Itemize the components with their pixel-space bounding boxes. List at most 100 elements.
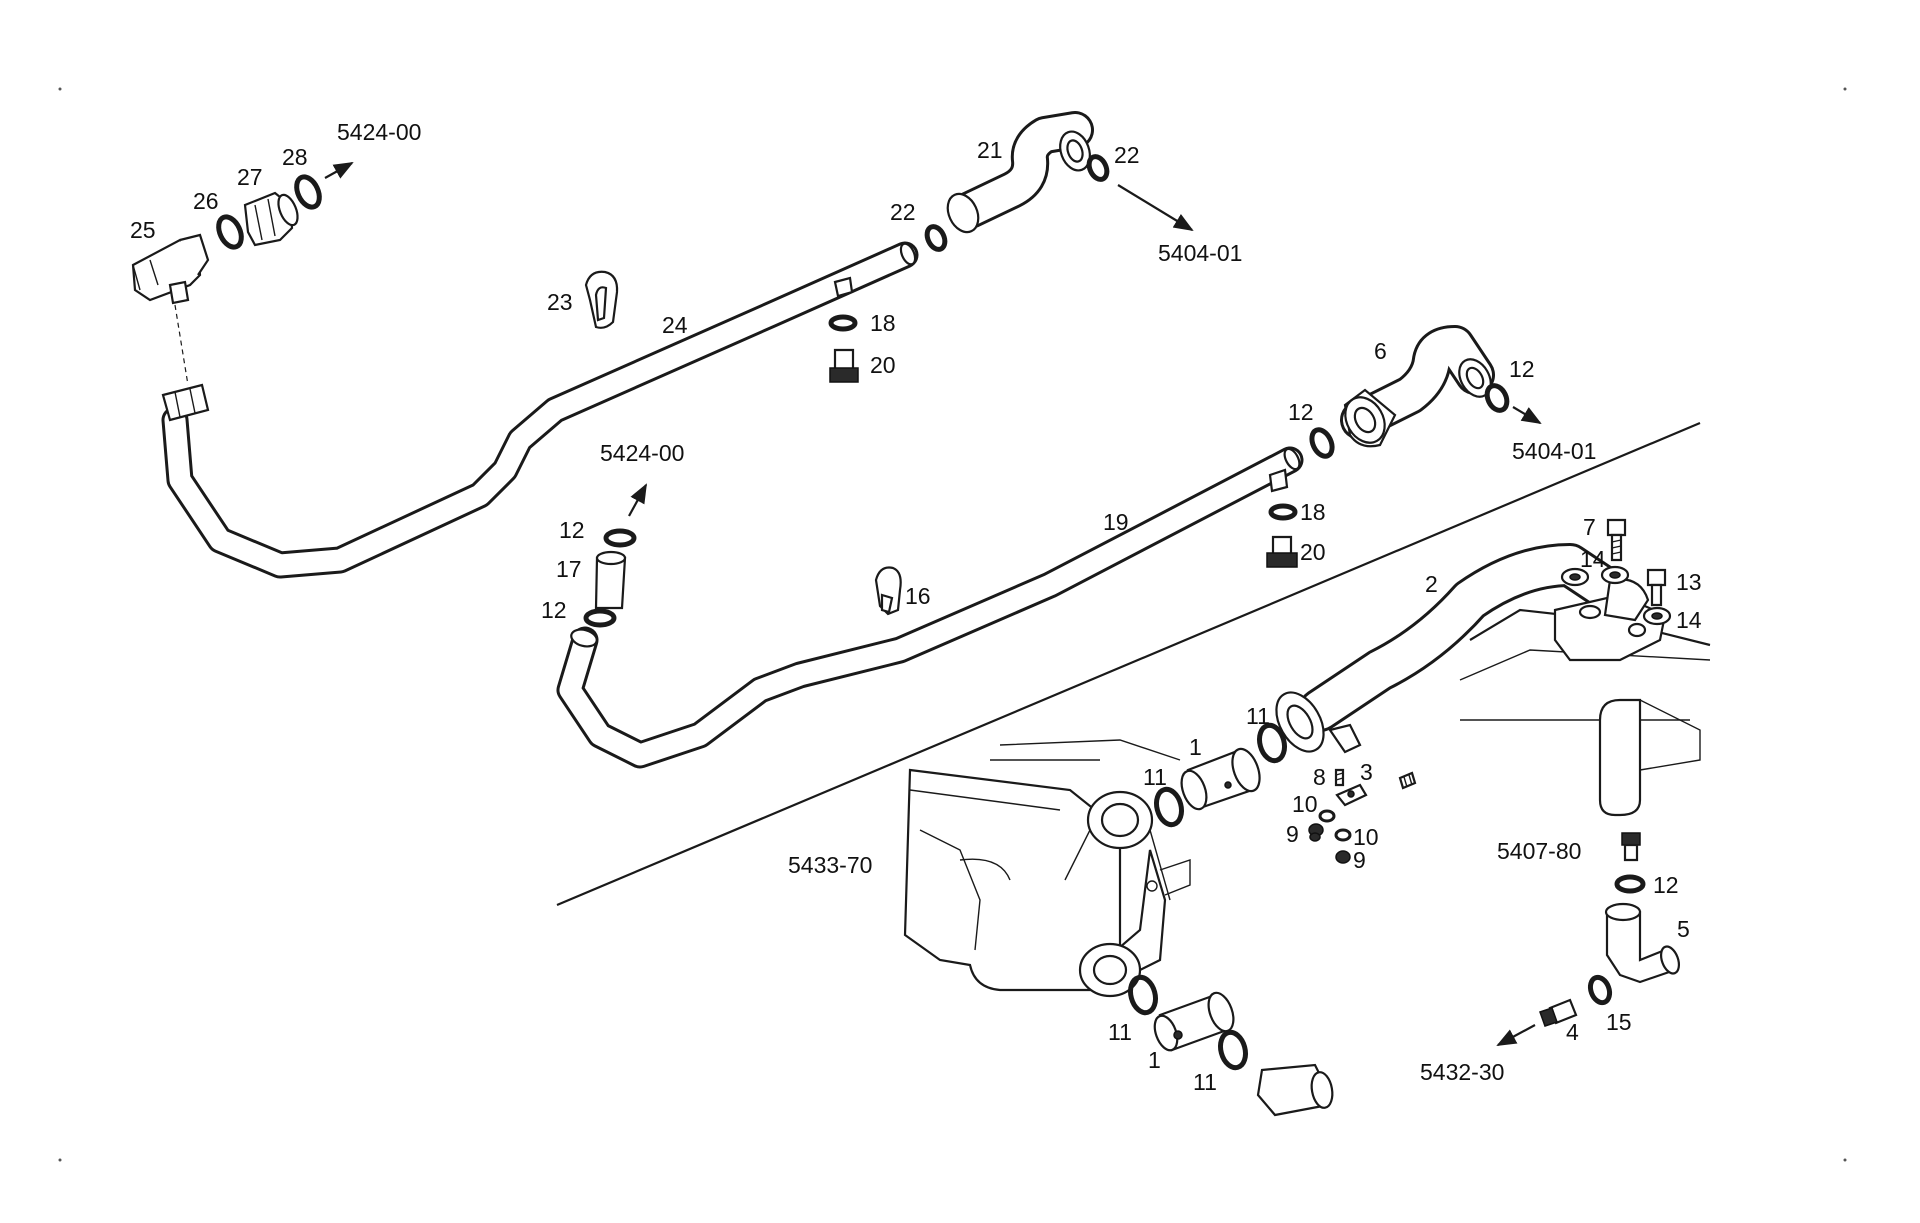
washer-14-a xyxy=(1600,565,1630,585)
washer-14-c xyxy=(1642,606,1672,626)
connector-1-lower xyxy=(1153,991,1235,1052)
label-27: 27 xyxy=(237,164,263,190)
label-20-upper: 20 xyxy=(870,352,896,378)
label-2: 2 xyxy=(1425,571,1438,597)
label-18-upper: 18 xyxy=(870,310,896,336)
label-9-right: 9 xyxy=(1353,847,1366,873)
ref-arrows xyxy=(324,162,1542,1046)
label-5: 5 xyxy=(1677,916,1690,942)
corner-marks xyxy=(58,87,1847,1162)
ref-5407-80: 5407-80 xyxy=(1497,838,1581,864)
ref-5424-00-middle: 5424-00 xyxy=(600,440,684,466)
ref-5433-70: 5433-70 xyxy=(788,852,872,878)
cap-plug xyxy=(1256,1063,1334,1117)
oil-cooler-housing xyxy=(903,768,1191,998)
hose-6 xyxy=(1340,325,1495,448)
ref-5404-01-top: 5404-01 xyxy=(1158,240,1242,266)
pipe-24 xyxy=(161,241,919,579)
seal-ring-15 xyxy=(1587,974,1613,1006)
label-26: 26 xyxy=(193,188,219,214)
label-11-lower-left: 11 xyxy=(1108,1019,1132,1045)
label-22-right: 22 xyxy=(1114,142,1140,168)
plug-small xyxy=(1309,832,1321,842)
union-nut-27 xyxy=(243,191,299,247)
seal-ring-28 xyxy=(294,174,322,210)
label-11-lower-right: 11 xyxy=(1193,1069,1217,1095)
washer-18-upper xyxy=(828,314,858,332)
stud-8 xyxy=(1334,768,1345,787)
washer-10-a xyxy=(1318,809,1336,823)
label-19: 19 xyxy=(1103,509,1129,535)
label-3: 3 xyxy=(1360,759,1373,785)
nipple-4 xyxy=(1539,998,1578,1027)
seal-ring-12-b xyxy=(583,608,617,628)
washer-14-b xyxy=(1560,567,1590,587)
clamp-ring-22-right xyxy=(1086,154,1110,182)
ref-5404-01-middle: 5404-01 xyxy=(1512,438,1596,464)
label-13: 13 xyxy=(1676,569,1702,595)
bolt-13 xyxy=(1646,568,1667,607)
pipe-19 xyxy=(556,446,1304,769)
label-17: 17 xyxy=(556,556,582,582)
label-15: 15 xyxy=(1606,1009,1632,1035)
label-7: 7 xyxy=(1583,514,1596,540)
seal-ring-12-c xyxy=(1614,874,1646,894)
washer-10-b xyxy=(1334,828,1352,842)
pipe-2 xyxy=(1275,543,1667,754)
clamp-ring-12-right xyxy=(1484,383,1510,413)
engine-outline xyxy=(556,421,1711,907)
label-18-middle: 18 xyxy=(1300,499,1326,525)
label-10-right: 10 xyxy=(1353,824,1379,850)
label-6: 6 xyxy=(1374,338,1387,364)
label-12-lower-right: 12 xyxy=(1653,872,1679,898)
label-23: 23 xyxy=(547,289,573,315)
bolt-7 xyxy=(1606,518,1627,562)
plug-20-upper xyxy=(829,348,859,383)
label-21: 21 xyxy=(977,137,1003,163)
label-12-hose-right: 12 xyxy=(1509,356,1535,382)
clamp-ring-22-left xyxy=(924,224,948,252)
label-12-top: 12 xyxy=(559,517,585,543)
label-4: 4 xyxy=(1566,1019,1579,1045)
elbow-fitting-25 xyxy=(131,233,210,386)
ref-5432-30: 5432-30 xyxy=(1420,1059,1504,1085)
nut-9-b xyxy=(1335,850,1351,864)
label-16: 16 xyxy=(905,583,931,609)
fitting-5407-80 xyxy=(1621,832,1641,862)
label-22-left: 22 xyxy=(890,199,916,225)
label-25: 25 xyxy=(130,217,156,243)
label-12-bottom: 12 xyxy=(541,597,567,623)
bracket-3 xyxy=(1335,783,1368,807)
part-labels: 25 26 27 28 21 22 22 23 24 18 20 6 12 12… xyxy=(130,137,1702,1095)
o-ring-11-c xyxy=(1128,974,1158,1016)
label-9-left: 9 xyxy=(1286,821,1299,847)
ref-5424-00-top: 5424-00 xyxy=(337,119,421,145)
seal-ring-26 xyxy=(216,214,244,250)
connector-1-upper xyxy=(1180,747,1261,811)
o-ring-11-a xyxy=(1154,786,1184,828)
label-24: 24 xyxy=(662,312,688,338)
label-28: 28 xyxy=(282,144,308,170)
clip-23 xyxy=(584,270,619,329)
label-14-right: 14 xyxy=(1676,607,1702,633)
reference-labels: 5424-00 5404-01 5424-00 5404-01 5433-70 … xyxy=(337,119,1596,1085)
plug-20-middle xyxy=(1266,535,1298,568)
label-12-hose-left: 12 xyxy=(1288,399,1314,425)
label-14-top: 14 xyxy=(1580,546,1606,572)
label-11-upper-left: 11 xyxy=(1143,764,1167,790)
label-11-upper-right: 11 xyxy=(1246,703,1270,729)
elbow-5 xyxy=(1604,902,1681,984)
stud-3b xyxy=(1398,771,1417,790)
label-1-lower: 1 xyxy=(1148,1047,1161,1073)
sleeve-17 xyxy=(594,550,627,610)
hose-21 xyxy=(946,111,1094,234)
clip-16 xyxy=(874,566,902,616)
label-20-middle: 20 xyxy=(1300,539,1326,565)
clamp-ring-12-left xyxy=(1309,427,1335,459)
o-ring-11-d xyxy=(1218,1029,1248,1071)
label-10-left: 10 xyxy=(1292,791,1318,817)
seal-ring-12-a xyxy=(603,528,637,548)
label-1-upper: 1 xyxy=(1189,734,1202,760)
o-ring-11-b xyxy=(1257,722,1287,764)
